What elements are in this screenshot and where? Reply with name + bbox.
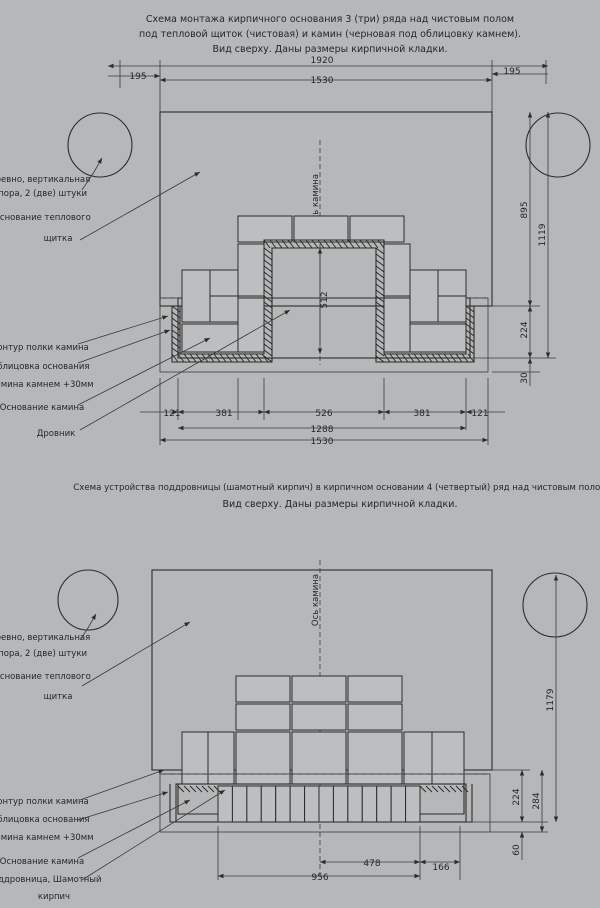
- log-circle-right: [525, 112, 591, 178]
- dim-60: 60: [512, 844, 522, 856]
- label-clad-2-b: камина камнем +30мм: [0, 833, 94, 843]
- chamotte-brick: [246, 785, 262, 823]
- axis-label-2: Ось камина: [311, 574, 321, 626]
- chamotte-brick: [275, 785, 291, 823]
- label-base-2: щитка: [44, 234, 73, 244]
- dim-1920: 1920: [311, 56, 334, 66]
- dim-381-right: 381: [413, 409, 430, 419]
- label-log-1: Бревно, вертикальная: [0, 175, 90, 185]
- bottom-drawing: Схема устройства поддровницы (шамотный к…: [0, 483, 600, 902]
- label-wood-holder: Дровник: [37, 429, 75, 439]
- chamotte-underlay: [177, 785, 469, 823]
- label-shelf: Контур полки камина: [0, 343, 89, 353]
- chamotte-brick: [376, 785, 392, 823]
- dim-381-left: 381: [215, 409, 232, 419]
- label-fireplace-base-b: Основание камина: [0, 857, 84, 867]
- heat-shield-base: [159, 111, 493, 307]
- chamotte-brick: [405, 785, 421, 823]
- label-base-1-b: Основание теплового: [0, 672, 91, 682]
- hatch-strip: [177, 785, 469, 793]
- log-circle-right-2: [522, 572, 588, 638]
- chamotte-brick: [304, 785, 320, 823]
- chamotte-brick: [217, 785, 233, 823]
- chamotte-brick: [260, 785, 277, 823]
- label-log-1-b: Бревно, вертикальная: [0, 633, 90, 643]
- dim-478: 478: [363, 859, 380, 869]
- dim-195-right: 195: [503, 67, 520, 77]
- dim-121-left: 121: [163, 409, 180, 419]
- dim-224: 224: [520, 321, 530, 338]
- dim-512: 512: [320, 291, 330, 308]
- label-clad-2: камина камнем +30мм: [0, 380, 94, 390]
- chamotte-brick: [390, 785, 407, 823]
- dim-30: 30: [520, 372, 530, 384]
- dim-956: 956: [311, 873, 328, 883]
- chamotte-brick: [318, 785, 334, 823]
- top-title-line-3: Вид сверху. Даны размеры кирпичной кладк…: [213, 44, 448, 55]
- top-title-line-2: под тепловой щиток (чистовая) и камин (ч…: [139, 29, 521, 40]
- dim-284: 284: [532, 792, 542, 809]
- label-log-2-b: опора, 2 (две) штуки: [0, 649, 87, 659]
- dim-1119: 1119: [538, 223, 548, 246]
- label-log-2: опора, 2 (две) штуки: [0, 189, 87, 199]
- bottom-title-line-1: Схема устройства поддровницы (шамотный к…: [73, 483, 600, 493]
- log-circle-left: [67, 112, 133, 178]
- log-circle-left-2: [57, 569, 119, 631]
- dim-195-left: 195: [129, 72, 146, 82]
- label-underlay-1: Поддровница, Шамотный: [0, 875, 102, 885]
- dim-1288: 1288: [311, 425, 334, 435]
- top-title-line-1: Схема монтажа кирпичного основания 3 (тр…: [146, 14, 514, 25]
- dim-1179: 1179: [546, 688, 556, 711]
- axis-label: Ось камина: [311, 174, 321, 226]
- chamotte-brick: [289, 785, 306, 823]
- dim-224-b: 224: [512, 788, 522, 805]
- hatched-wall: [171, 239, 475, 363]
- label-clad-1-b: Облицовка основания: [0, 815, 89, 825]
- dim-1530-top: 1530: [311, 76, 334, 86]
- chamotte-brick: [347, 785, 363, 823]
- dim-1530-bottom: 1530: [311, 437, 334, 447]
- label-base-2-b: щитка: [44, 692, 73, 702]
- chamotte-brick: [231, 785, 248, 823]
- top-drawing: Схема монтажа кирпичного основания 3 (тр…: [0, 14, 591, 447]
- label-underlay-2: кирпич: [38, 892, 70, 902]
- bottom-title-line-2: Вид сверху. Даны размеры кирпичной кладк…: [223, 499, 458, 510]
- dim-166: 166: [432, 863, 449, 873]
- dim-895: 895: [520, 201, 530, 218]
- chamotte-brick: [332, 785, 349, 823]
- dim-121-right: 121: [471, 409, 488, 419]
- chamotte-brick: [361, 785, 378, 823]
- label-clad-1: Облицовка основания: [0, 362, 89, 372]
- label-shelf-b: Контур полки камина: [0, 797, 89, 807]
- label-base-1: Основание теплового: [0, 213, 91, 223]
- dim-526: 526: [315, 409, 332, 419]
- label-fireplace-base: Основание камина: [0, 403, 84, 413]
